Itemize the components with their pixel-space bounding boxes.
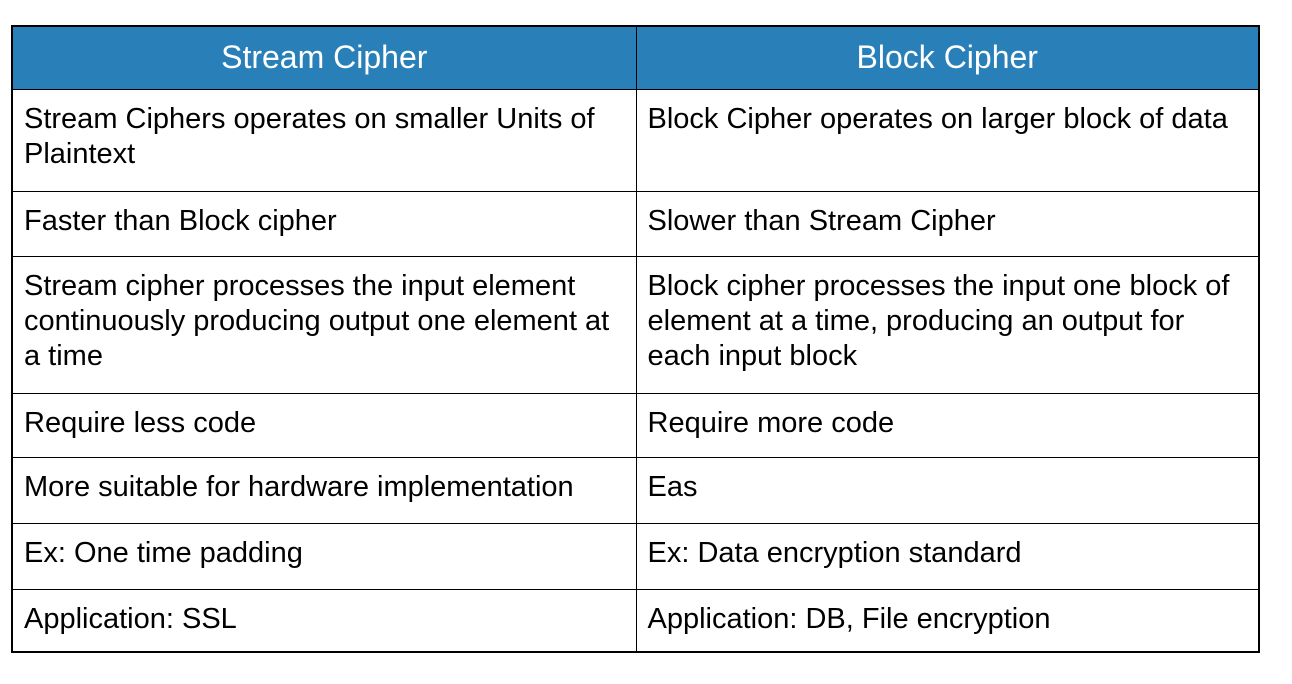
table-cell-stream-code: Require less code: [11, 392, 637, 458]
table-row: Stream Ciphers operates on smaller Units…: [11, 88, 1260, 192]
table-cell-stream-speed: Faster than Block cipher: [11, 190, 637, 257]
table-cell-stream-units: Stream Ciphers operates on smaller Units…: [11, 88, 637, 192]
table-cell-stream-application: Application: SSL: [11, 588, 637, 653]
table-cell-stream-example: Ex: One time padding: [11, 522, 637, 590]
table-cell-block-code: Require more code: [635, 392, 1260, 458]
table-cell-block-speed: Slower than Stream Cipher: [635, 190, 1260, 257]
table-row: Stream cipher processes the input elemen…: [11, 255, 1260, 394]
table-cell-block-processing: Block cipher processes the input one blo…: [635, 255, 1260, 394]
table-header-row: Stream Cipher Block Cipher: [11, 25, 1260, 90]
table-row: Faster than Block cipher Slower than Str…: [11, 190, 1260, 257]
table-row: Require less code Require more code: [11, 392, 1260, 458]
table-cell-block-implementation: Eas: [635, 456, 1260, 524]
table-cell-block-application: Application: DB, File encryption: [635, 588, 1260, 653]
cipher-comparison-table: Stream Cipher Block Cipher Stream Cipher…: [11, 25, 1260, 653]
table-cell-block-units: Block Cipher operates on larger block of…: [635, 88, 1260, 192]
table-cell-stream-processing: Stream cipher processes the input elemen…: [11, 255, 637, 394]
table-cell-block-example: Ex: Data encryption standard: [635, 522, 1260, 590]
column-header-stream-cipher: Stream Cipher: [11, 25, 637, 90]
column-header-block-cipher: Block Cipher: [635, 25, 1260, 90]
table-row: More suitable for hardware implementatio…: [11, 456, 1260, 524]
table-row: Ex: One time padding Ex: Data encryption…: [11, 522, 1260, 590]
table-cell-stream-implementation: More suitable for hardware implementatio…: [11, 456, 637, 524]
table-row: Application: SSL Application: DB, File e…: [11, 588, 1260, 653]
